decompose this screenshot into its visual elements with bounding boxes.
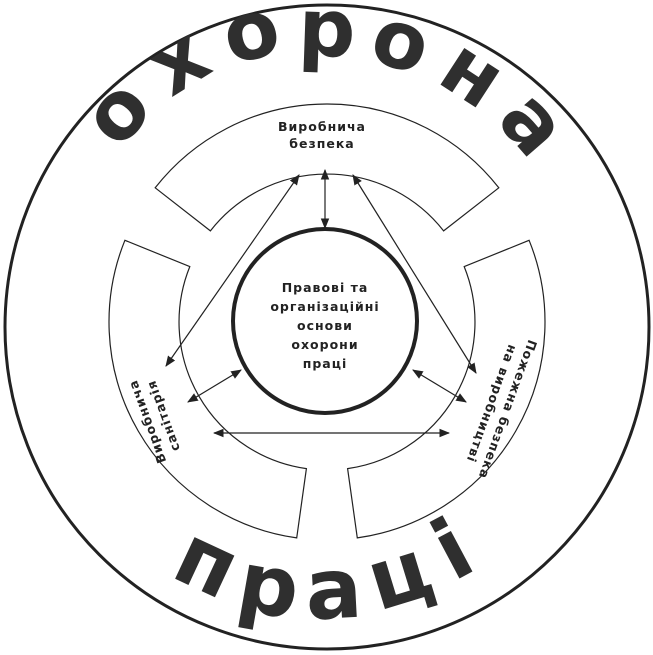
center-line-1: Правові та [282, 280, 369, 295]
arrow-right-center [412, 369, 467, 403]
arrow-top-right [352, 174, 477, 374]
title-bottom-letter-3: а [303, 539, 365, 640]
center-circle [231, 227, 419, 415]
center-label: Правові та організаційні основи охорони … [270, 280, 379, 371]
center-line-4: охорони [291, 337, 358, 352]
arrow-top-left [165, 174, 300, 367]
sector-top-line-1: Виробнича [278, 119, 366, 134]
sector-top-line-2: безпека [289, 136, 355, 151]
center-line-3: основи [297, 318, 353, 333]
arrows [165, 168, 477, 438]
arrow-left-center [187, 369, 242, 403]
sector-top-label: Виробнича безпека [278, 119, 366, 151]
center-line-5: праці [303, 356, 348, 371]
title-top-letter-4: р [297, 0, 357, 76]
center-line-2: організаційні [270, 299, 379, 314]
